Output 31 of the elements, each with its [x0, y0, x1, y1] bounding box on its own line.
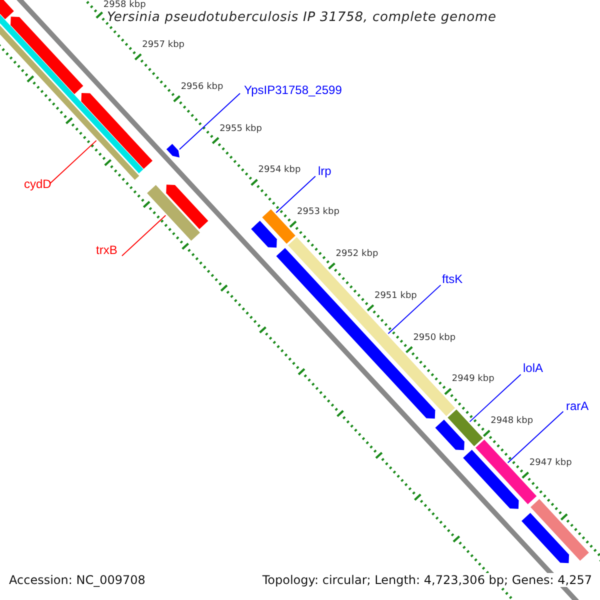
tick-label: 2952 kbp	[336, 249, 378, 259]
gene-block	[147, 184, 200, 241]
gene-block	[262, 209, 296, 244]
leader-line	[121, 214, 166, 256]
leader-line	[179, 92, 241, 150]
leader-line	[276, 176, 316, 214]
gene-label: rarA	[566, 399, 589, 413]
tick-label: 2951 kbp	[374, 290, 417, 301]
tick-label: 2958 kbp	[103, 0, 146, 10]
tick-label: 2950 kbp	[413, 332, 456, 343]
tick-label: 2949 kbp	[452, 374, 494, 384]
gene-block	[448, 410, 483, 446]
gene-block	[166, 144, 180, 158]
leader-line	[507, 410, 564, 464]
tick-label: 2954 kbp	[258, 165, 301, 176]
gene-label: lolA	[523, 361, 544, 375]
gene-label: lrp	[318, 164, 332, 178]
accession-text: Accession: NC_009708	[9, 573, 146, 587]
tick-label: 2956 kbp	[180, 82, 224, 92]
gene-label: cydD	[24, 177, 52, 191]
gene-label: ftsK	[442, 272, 463, 286]
gene-label: YpsIP31758_2599	[244, 83, 342, 97]
tick-label: 2948 kbp	[490, 416, 534, 426]
leader-line	[388, 284, 442, 334]
title: Yersinia pseudotuberculosis IP 31758, complete genome	[107, 10, 496, 25]
gene-label: trxB	[96, 243, 118, 257]
genome-summary: Topology: circular; Length: 4,723,306 bp; Genes: 4,257	[262, 573, 592, 587]
tick-label: 2955 kbp	[220, 124, 262, 134]
tick-label: 2947 kbp	[529, 458, 572, 468]
leader-line	[469, 374, 522, 422]
tick-label: 2953 kbp	[297, 207, 340, 218]
